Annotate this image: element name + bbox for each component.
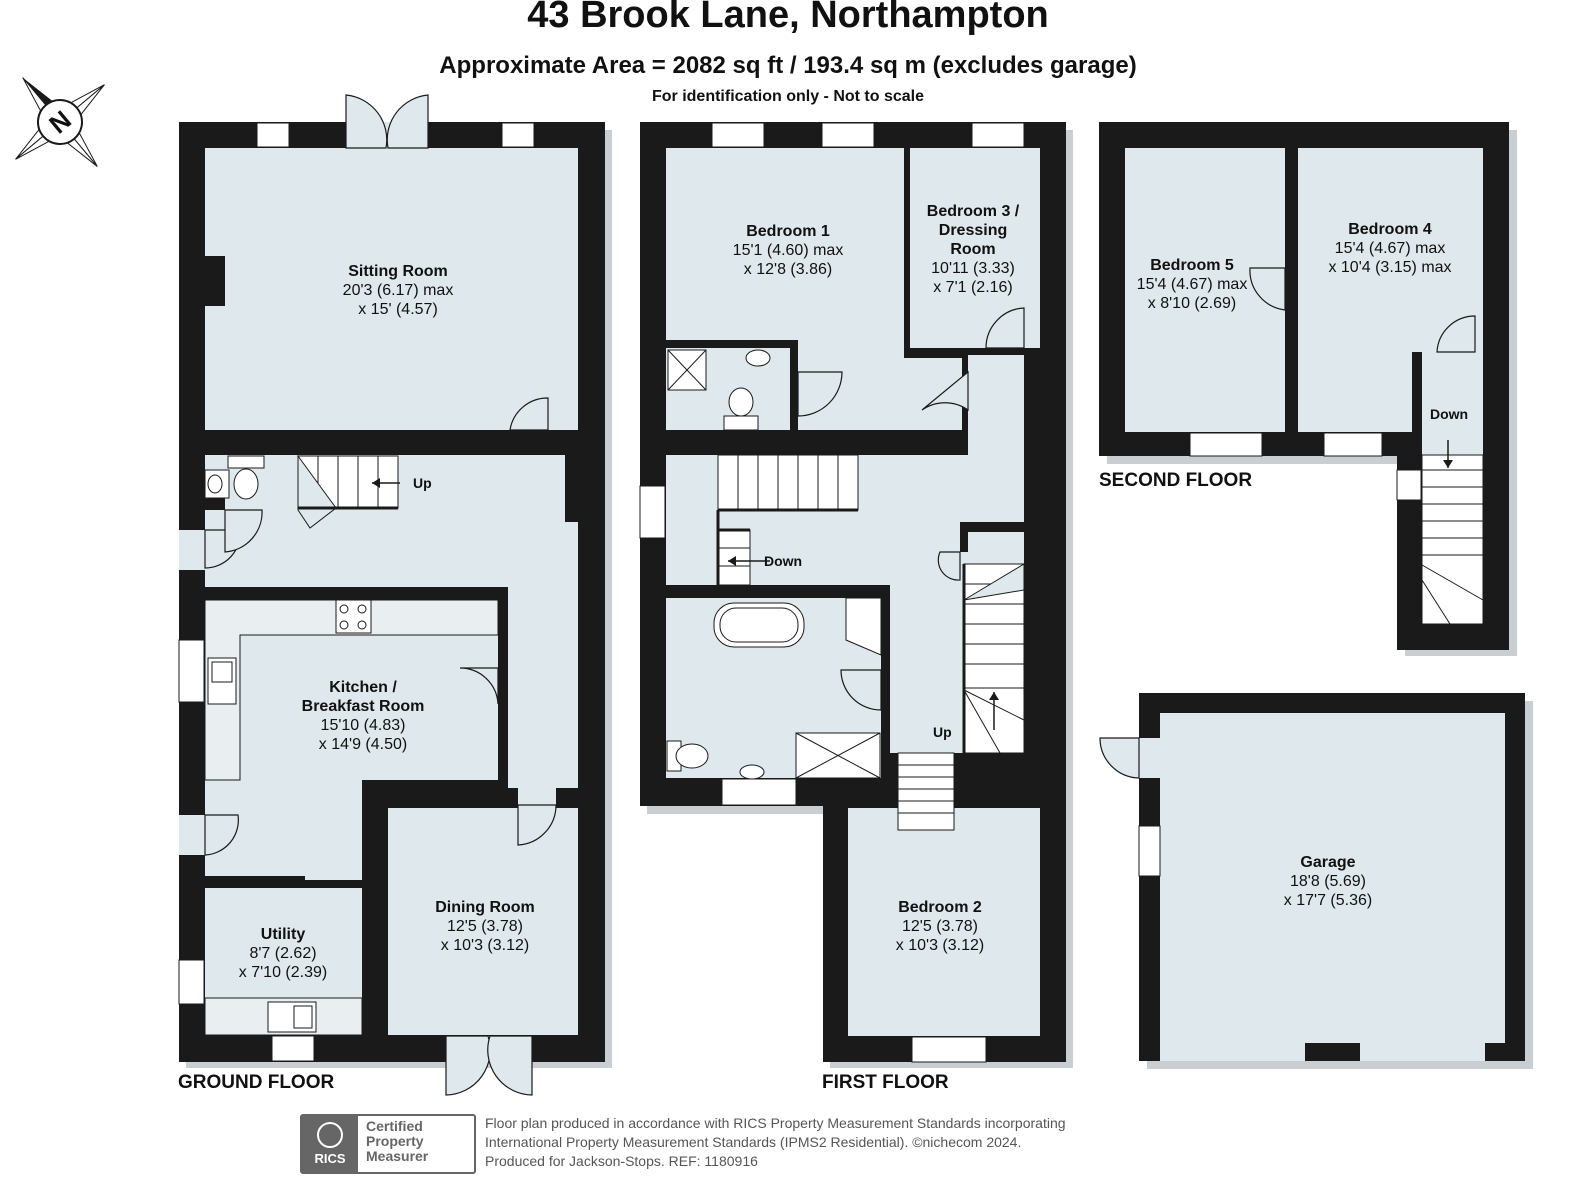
first-floor-plan: [639, 122, 1066, 1063]
dining-room-label: Dining Room 12'5 (3.78) x 10'3 (3.12): [435, 899, 535, 954]
sitting-room-label: Sitting Room 20'3 (6.17) max x 15' (4.57…: [342, 263, 454, 318]
first-stairs-down-label: Down: [764, 553, 803, 569]
corridor-edge-floor: [565, 512, 578, 805]
garage-floor: [1160, 713, 1505, 1043]
bedroom-2-floor: [848, 808, 1040, 1036]
garage-plan: [1099, 693, 1525, 1061]
compass-north-icon: [15, 77, 105, 167]
garage-label: Garage 18'8 (5.69) x 17'7 (5.36): [1283, 854, 1373, 909]
rics-logo-icon: RICS: [302, 1116, 358, 1172]
first-stairs-up-label: Up: [933, 724, 952, 740]
badge-line-3: Measurer: [366, 1148, 429, 1164]
bedroom-2-label: Bedroom 2 12'5 (3.78) x 10'3 (3.12): [895, 899, 985, 954]
bedroom-1-label: Bedroom 1 15'1 (4.60) max x 12'8 (3.86): [732, 223, 844, 278]
ground-stairs-up-label: Up: [413, 475, 432, 491]
ground-floor-plan: [178, 94, 605, 1096]
dining-room-floor: [388, 808, 578, 1035]
first-floor-label: FIRST FLOOR: [822, 1072, 949, 1093]
page-title: 43 Brook Lane, Northampton: [527, 0, 1049, 36]
ground-corridor-floor: [508, 455, 565, 805]
footer-text: Floor plan produced in accordance with R…: [485, 1115, 1066, 1169]
rics-certified-badge: RICS Certified Property Measurer: [300, 1114, 476, 1174]
badge-line-2: Property: [366, 1133, 424, 1149]
second-floor-plan: [1099, 122, 1509, 650]
bedroom-5-label: Bedroom 5 15'4 (4.67) max x 8'10 (2.69): [1136, 257, 1248, 312]
bedroom-3-label: Bedroom 3 / Dressing Room 10'11 (3.33) x…: [926, 203, 1020, 296]
sitting-room-floor: [205, 148, 578, 430]
second-floor-label: SECOND FLOOR: [1099, 470, 1253, 491]
bedroom-4-label: Bedroom 4 15'4 (4.67) max x 10'4 (3.15) …: [1328, 221, 1452, 276]
second-stairs-down-label: Down: [1430, 406, 1469, 422]
ground-floor-label: GROUND FLOOR: [178, 1072, 335, 1093]
utility-label: Utility 8'7 (2.62) x 7'10 (2.39): [238, 926, 328, 981]
area-summary: Approximate Area = 2082 sq ft / 193.4 sq…: [439, 52, 1137, 79]
bedroom-1-floor: [666, 148, 904, 340]
badge-line-1: Certified: [366, 1118, 423, 1134]
disclaimer-note: For identification only - Not to scale: [651, 88, 924, 105]
kitchen-label: Kitchen / Breakfast Room 15'10 (4.83) x …: [301, 679, 425, 753]
